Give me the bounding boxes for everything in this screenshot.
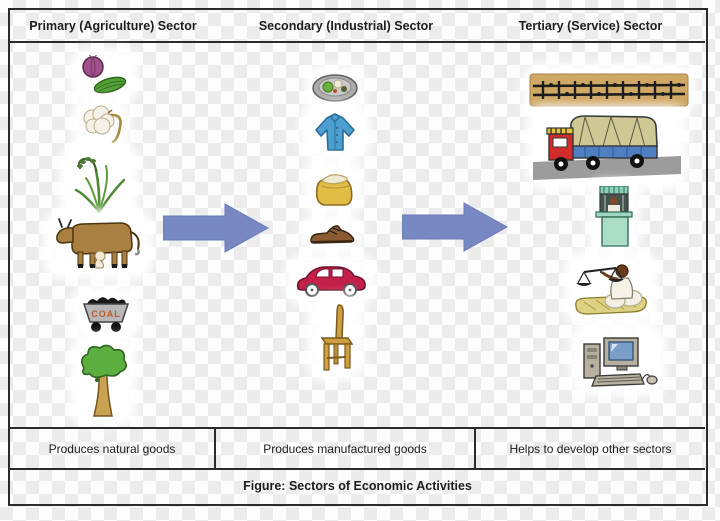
onion-okra-icon <box>76 55 132 97</box>
cotton-icon <box>78 105 124 145</box>
description-primary: Produces natural goods <box>10 429 216 468</box>
food-plate-icon <box>311 72 359 104</box>
railway-track-icon <box>529 70 689 110</box>
description-secondary: Produces manufactured goods <box>216 429 476 468</box>
car-icon <box>292 262 370 298</box>
chair-icon <box>314 302 358 374</box>
computer-icon <box>576 330 660 390</box>
paddy-plant-icon <box>66 150 132 215</box>
figure-caption: Figure: Sectors of Economic Activities <box>243 479 472 493</box>
arrow-secondary-to-tertiary <box>402 202 508 252</box>
description-tertiary: Helps to develop other sectors <box>509 441 672 456</box>
trader-scales-icon <box>570 258 652 318</box>
figure-frame: Primary (Agriculture) Sector Secondary (… <box>8 8 708 506</box>
goods-truck-icon <box>533 112 681 184</box>
header-primary-sector: Primary (Agriculture) Sector <box>29 18 197 33</box>
cow-icon <box>50 216 146 272</box>
coal-label: COAL <box>91 309 121 319</box>
description-row: Produces natural goods Produces manufact… <box>10 427 705 470</box>
service-counter-icon <box>594 186 634 248</box>
arrow-primary-to-secondary <box>163 203 269 253</box>
bag-icon <box>309 166 357 208</box>
header-secondary-sector: Secondary (Industrial) Sector <box>258 18 434 33</box>
header-row: Primary (Agriculture) Sector Secondary (… <box>10 10 705 43</box>
shoe-icon <box>307 221 357 248</box>
figure-body: COAL <box>10 43 705 427</box>
caption-row: Figure: Sectors of Economic Activities <box>10 469 705 504</box>
tree-icon <box>76 342 130 420</box>
coal-cart-icon: COAL <box>78 292 134 334</box>
header-tertiary-sector: Tertiary (Service) Sector <box>518 18 663 33</box>
shirt-icon <box>306 110 364 154</box>
